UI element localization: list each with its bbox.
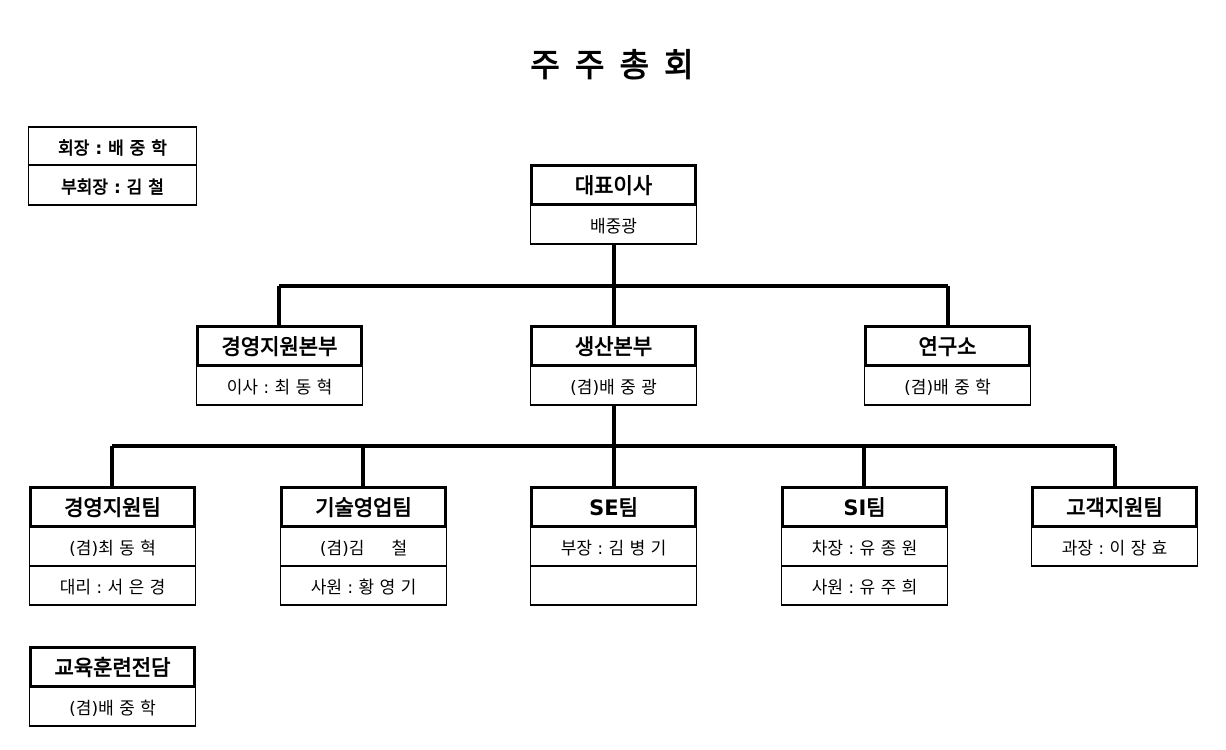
team-member: 과장 : 이 장 효 <box>1031 528 1198 567</box>
officers-box: 회장 : 배 중 학 부회장 : 김 철 <box>28 126 197 206</box>
team-member: (겸)최 동 혁 <box>29 528 196 567</box>
chairman-label: 회장 : 배 중 학 <box>28 126 197 166</box>
ceo-name: 배중광 <box>530 206 697 245</box>
division-title: 생산본부 <box>530 325 697 367</box>
vice-chairman-label: 부회장 : 김 철 <box>28 166 197 206</box>
team-member: 부장 : 김 병 기 <box>530 528 697 567</box>
team-title: SE팀 <box>530 486 697 528</box>
division-title: 연구소 <box>864 325 1031 367</box>
team-si: SI팀 차장 : 유 종 원 사원 : 유 주 희 <box>781 486 948 606</box>
team-member: 대리 : 서 은 경 <box>29 567 196 606</box>
training-title: 교육훈련전담 <box>29 646 196 688</box>
training-node: 교육훈련전담 (겸)배 중 학 <box>29 646 196 727</box>
team-member: 사원 : 황 영 기 <box>280 567 447 606</box>
team-tech-sales: 기술영업팀 (겸)김 철 사원 : 황 영 기 <box>280 486 447 606</box>
team-member: 차장 : 유 종 원 <box>781 528 948 567</box>
division-management: 경영지원본부 이사 : 최 동 혁 <box>196 325 363 406</box>
ceo-node: 대표이사 배중광 <box>530 164 697 245</box>
team-customer-support: 고객지원팀 과장 : 이 장 효 <box>1031 486 1198 567</box>
division-title: 경영지원본부 <box>196 325 363 367</box>
page-title: 주 주 총 회 <box>530 46 696 84</box>
team-se: SE팀 부장 : 김 병 기 <box>530 486 697 606</box>
team-member-empty <box>530 567 697 606</box>
team-member: 사원 : 유 주 희 <box>781 567 948 606</box>
team-mgmt-support: 경영지원팀 (겸)최 동 혁 대리 : 서 은 경 <box>29 486 196 606</box>
division-person: (겸)배 중 학 <box>864 367 1031 406</box>
division-person: 이사 : 최 동 혁 <box>196 367 363 406</box>
division-research: 연구소 (겸)배 중 학 <box>864 325 1031 406</box>
team-member: (겸)김 철 <box>280 528 447 567</box>
division-person: (겸)배 중 광 <box>530 367 697 406</box>
team-title: SI팀 <box>781 486 948 528</box>
training-person: (겸)배 중 학 <box>29 688 196 727</box>
team-title: 고객지원팀 <box>1031 486 1198 528</box>
division-production: 생산본부 (겸)배 중 광 <box>530 325 697 406</box>
team-title: 경영지원팀 <box>29 486 196 528</box>
ceo-title: 대표이사 <box>530 164 697 206</box>
team-title: 기술영업팀 <box>280 486 447 528</box>
